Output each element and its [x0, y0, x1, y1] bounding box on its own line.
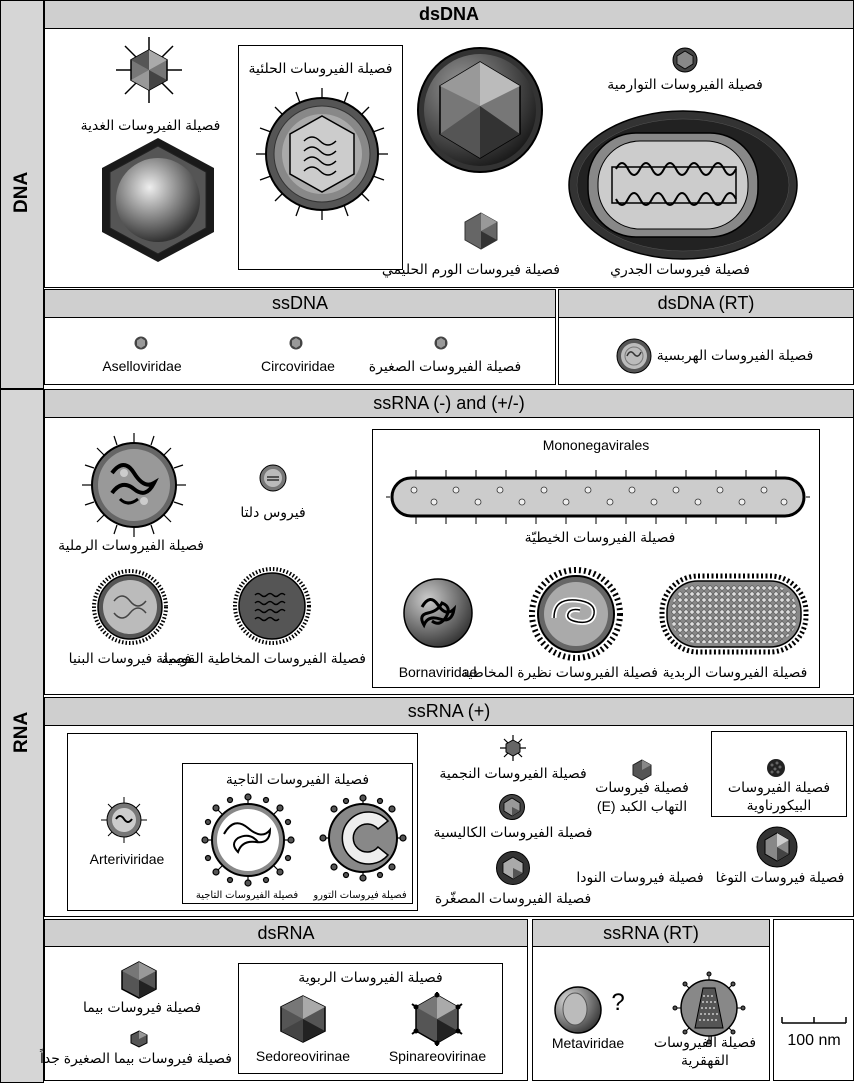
leviviridae-label-line2: البيكورناوية — [746, 797, 812, 813]
metaviridae-label: Metaviridae — [551, 1035, 625, 1051]
dna-group-label: DNA — [11, 171, 32, 213]
nodaviridae-label: فصيلة فيروسات النودا — [576, 869, 704, 885]
bunyavirus-icon — [92, 569, 168, 645]
arteriviridae-label: Arteriviridae — [89, 851, 165, 867]
reoviridae-box-label: فصيلة الفيروسات الربوية — [298, 969, 443, 985]
hepevirus-icon — [632, 759, 652, 781]
poxvirus-icon — [568, 109, 798, 261]
arterivirus-icon — [101, 797, 147, 843]
birnavirus-icon — [121, 961, 157, 999]
astroviridae-label: فصيلة الفيروسات النجمية — [439, 765, 587, 781]
orthomyxoviridae-label: فصيلة الفيروسات المخاطية القويمة — [161, 650, 366, 666]
dna-side-bar — [0, 0, 44, 389]
metavirus-icon — [553, 985, 603, 1035]
bornavirus-icon — [402, 577, 474, 649]
paramyxovirus-icon — [529, 567, 623, 661]
parvovirus-icon — [434, 336, 448, 350]
rhabdoviridae-label: فصيلة الفيروسات الربدية — [662, 664, 808, 680]
spinareovirinae-label: Spinareovirinae — [388, 1048, 487, 1064]
hepadnaviridae-label: فصيلة الفيروسات الهربسية — [656, 347, 814, 363]
sedoreovirus-icon — [280, 995, 326, 1043]
birnaviridae-label: فصيلة فيروسات بيما — [82, 999, 202, 1015]
arenaviridae-label: فصيلة الفيروسات الرملية — [58, 537, 204, 553]
adenoviridae-label: فصيلة الفيروسات الغدية — [80, 117, 221, 133]
retroviridae-label-line1: فصيلة الفيروسات — [653, 1034, 757, 1050]
coronavirus-icon — [201, 793, 295, 887]
bunyaviridae-label: فصيلة فيروسات البنيا — [68, 650, 192, 666]
picornavirus-icon — [496, 851, 530, 885]
circovirus-icon — [289, 336, 303, 350]
scale-label: 100 nm — [787, 1032, 841, 1049]
picobirnavirus-icon — [130, 1030, 148, 1048]
ssrna-pos-header: ssRNA (+) — [44, 697, 854, 726]
dsrna-header: dsRNA — [44, 919, 528, 947]
herpesviridae-box-label: فصيلة الفيروسات الحلئية — [248, 60, 393, 76]
filoviridae-label: فصيلة الفيروسات الخيطيّة — [524, 529, 676, 545]
spinareovirus-icon — [410, 992, 464, 1046]
sedoreovirinae-label: Sedoreovirinae — [255, 1048, 351, 1064]
ssrna-neg-header: ssRNA (-) and (+/-) — [44, 389, 854, 418]
iridovirus-icon — [100, 136, 216, 264]
dsdna-header: dsDNA — [44, 0, 854, 29]
circoviridae-label: Circoviridae — [261, 358, 335, 374]
deltavirus-icon — [259, 464, 287, 492]
hepeviridae-label-line1: فصيلة فيروسات — [595, 779, 689, 795]
anellovirus-icon — [134, 336, 148, 350]
polyomaviridae-label: فصيلة الفيروسات التوارمية — [607, 76, 763, 92]
filovirus-icon — [386, 468, 810, 526]
dsdna-rt-header: dsDNA (RT) — [558, 289, 854, 318]
rhabdovirus-icon — [659, 573, 809, 655]
poxviridae-label: فصيلة فيروسات الجدري — [610, 261, 750, 277]
caliciviridae-label: فصيلة الفيروسات الكاليسية — [433, 824, 593, 840]
hepeviridae-label-line2: التهاب الكبد (E) — [596, 798, 688, 814]
polyomavirus-icon — [672, 47, 698, 73]
scale-panel — [773, 919, 854, 1081]
adenovirus-icon — [113, 36, 185, 104]
question-mark: ? — [611, 989, 625, 1016]
herpesvirus-icon — [254, 86, 390, 222]
orthomyxovirus-icon — [233, 567, 311, 645]
retrovirus-icon — [672, 971, 746, 1045]
scale-bar — [781, 1013, 847, 1025]
hepadnavirus-icon — [616, 338, 652, 374]
papillomavirus-large-icon — [416, 46, 544, 174]
retroviridae-label-line2: القهقرية — [681, 1052, 729, 1068]
coronaviridae-box-label: فصيلة الفيروسات التاجية — [225, 771, 370, 787]
papillomaviridae-label: فصيلة فيروسات الورم الحليمي — [381, 261, 560, 277]
leviviridae-label-line1: فصيلة الفيروسات — [727, 779, 831, 795]
bornaviridae-label: Bornaviridae — [398, 664, 478, 680]
paramyxoviridae-label: فصيلة الفيروسات نظيرة المخاطية — [460, 664, 658, 680]
anelloviridae-label: Aselloviridae — [102, 358, 182, 374]
ssdna-header: ssDNA — [44, 289, 556, 318]
calicivirus-icon — [499, 794, 525, 820]
astrovirus-icon — [500, 735, 526, 761]
picobirnaviridae-label: فصيلة فيروسات بيما الصغيرة جداً — [39, 1050, 232, 1066]
arenavirus-icon — [82, 433, 186, 537]
ssrna-rt-header: ssRNA (RT) — [532, 919, 770, 947]
picornaviridae-label: فصيلة الفيروسات المصغّرة — [434, 890, 592, 906]
rna-group-label: RNA — [11, 711, 32, 753]
togaviridae-label: فصيلة فيروسات التوغا — [715, 869, 845, 885]
torovirinae-label: فصيلة فيروسات التورو — [313, 890, 407, 901]
rna-side-bar — [0, 389, 44, 1083]
togavirus-icon — [756, 826, 798, 868]
papillomavirus-small-icon — [463, 212, 499, 250]
torovirus-icon — [319, 794, 407, 882]
deltavirus-label: فيروس دلتا — [240, 504, 306, 520]
coronavirinae-label: فصيلة الفيروسات التاجية — [195, 890, 299, 901]
levivirus-icon — [766, 758, 786, 778]
parvoviridae-label: فصيلة الفيروسات الصغيرة — [368, 358, 522, 374]
mononegavirales-label: Mononegavirales — [542, 437, 650, 453]
